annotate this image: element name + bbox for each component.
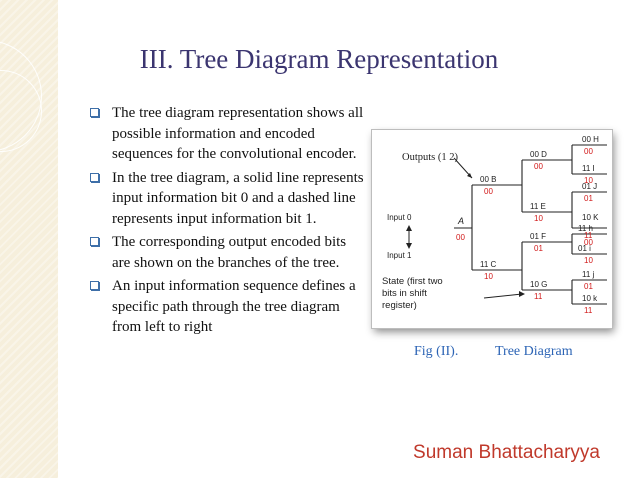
outputs-label: Outputs (1 2) — [402, 152, 459, 163]
legend-arrow-down — [406, 243, 412, 249]
node-output: 00 — [484, 187, 493, 196]
leaf-output: 10 — [584, 176, 593, 185]
bullet-text: In the tree diagram, a solid line repres… — [112, 169, 364, 227]
leaf-state: 11 I — [582, 164, 595, 173]
bullet-box-icon — [90, 281, 99, 290]
bullet-box-icon — [90, 108, 99, 117]
figure-number: Fig (II). — [414, 344, 459, 359]
leaf-state: 10 k — [582, 294, 598, 303]
root-state: A — [457, 216, 464, 226]
node-state: 11 E — [530, 202, 546, 211]
state-label-line1: State (first two — [382, 276, 443, 287]
figure-caption: Tree Diagram — [495, 344, 573, 359]
state-label-line2: bits in shift — [382, 288, 427, 299]
bullet-text: An input information sequence defines a … — [112, 278, 356, 335]
root-output: 00 — [456, 233, 465, 242]
leaf-output: 00 — [584, 238, 593, 247]
leaf-state: 11 j — [582, 270, 595, 279]
bullet-text: The tree diagram representation shows al… — [112, 105, 364, 162]
bullet-item: In the tree diagram, a solid line repres… — [90, 168, 365, 230]
bullet-item: An input information sequence defines a … — [90, 276, 365, 338]
decorative-side-band — [0, 0, 58, 478]
tree-diagram: Outputs (1 2) Input 0 Input 1 State (fir… — [382, 135, 607, 315]
leaf-output: 00 — [584, 147, 593, 156]
node-output: 11 — [534, 292, 543, 301]
slide-title: III. Tree Diagram Representation — [139, 44, 499, 74]
tree-diagram-figure: Outputs (1 2) Input 0 Input 1 State (fir… — [372, 130, 612, 328]
node-state: 11 C — [480, 260, 497, 269]
state-arrow-head — [519, 291, 525, 297]
author-name: Suman Bhattacharyya — [413, 442, 600, 463]
bullet-list: The tree diagram representation shows al… — [90, 103, 365, 341]
node-state: 00 D — [530, 150, 547, 159]
bullet-item: The corresponding output encoded bits ar… — [90, 232, 365, 273]
input1-label: Input 1 — [387, 251, 412, 260]
leaf-output: 10 — [584, 256, 593, 265]
node-output: 00 — [534, 162, 543, 171]
bullet-item: The tree diagram representation shows al… — [90, 103, 365, 165]
leaf-output: 11 — [584, 306, 593, 315]
leaf-state: 00 H — [582, 135, 599, 144]
bullet-box-icon — [90, 237, 99, 246]
leaf-output: 01 — [584, 282, 593, 291]
outputs-arrow-head — [467, 173, 472, 178]
leaf-state: 11 h — [578, 224, 593, 233]
node-state: 00 B — [480, 175, 496, 184]
leaf-output: 01 — [584, 194, 593, 203]
legend-arrow-up — [406, 225, 412, 231]
node-state: 10 G — [530, 280, 547, 289]
state-label-line3: register) — [382, 300, 417, 311]
leaf-state: 10 K — [582, 213, 599, 222]
leaf-output: 11 — [584, 231, 593, 240]
node-output: 10 — [484, 272, 493, 281]
leaf-state: 01 J — [582, 182, 597, 191]
node-output: 01 — [534, 244, 543, 253]
state-arrow — [483, 293, 523, 299]
node-output: 10 — [534, 214, 543, 223]
bullet-text: The corresponding output encoded bits ar… — [112, 234, 347, 271]
input0-label: Input 0 — [387, 213, 412, 222]
tree-branches — [454, 144, 607, 305]
bullet-box-icon — [90, 172, 99, 182]
node-state: 01 F — [530, 232, 546, 241]
leaf-state: 01 i — [578, 244, 591, 253]
